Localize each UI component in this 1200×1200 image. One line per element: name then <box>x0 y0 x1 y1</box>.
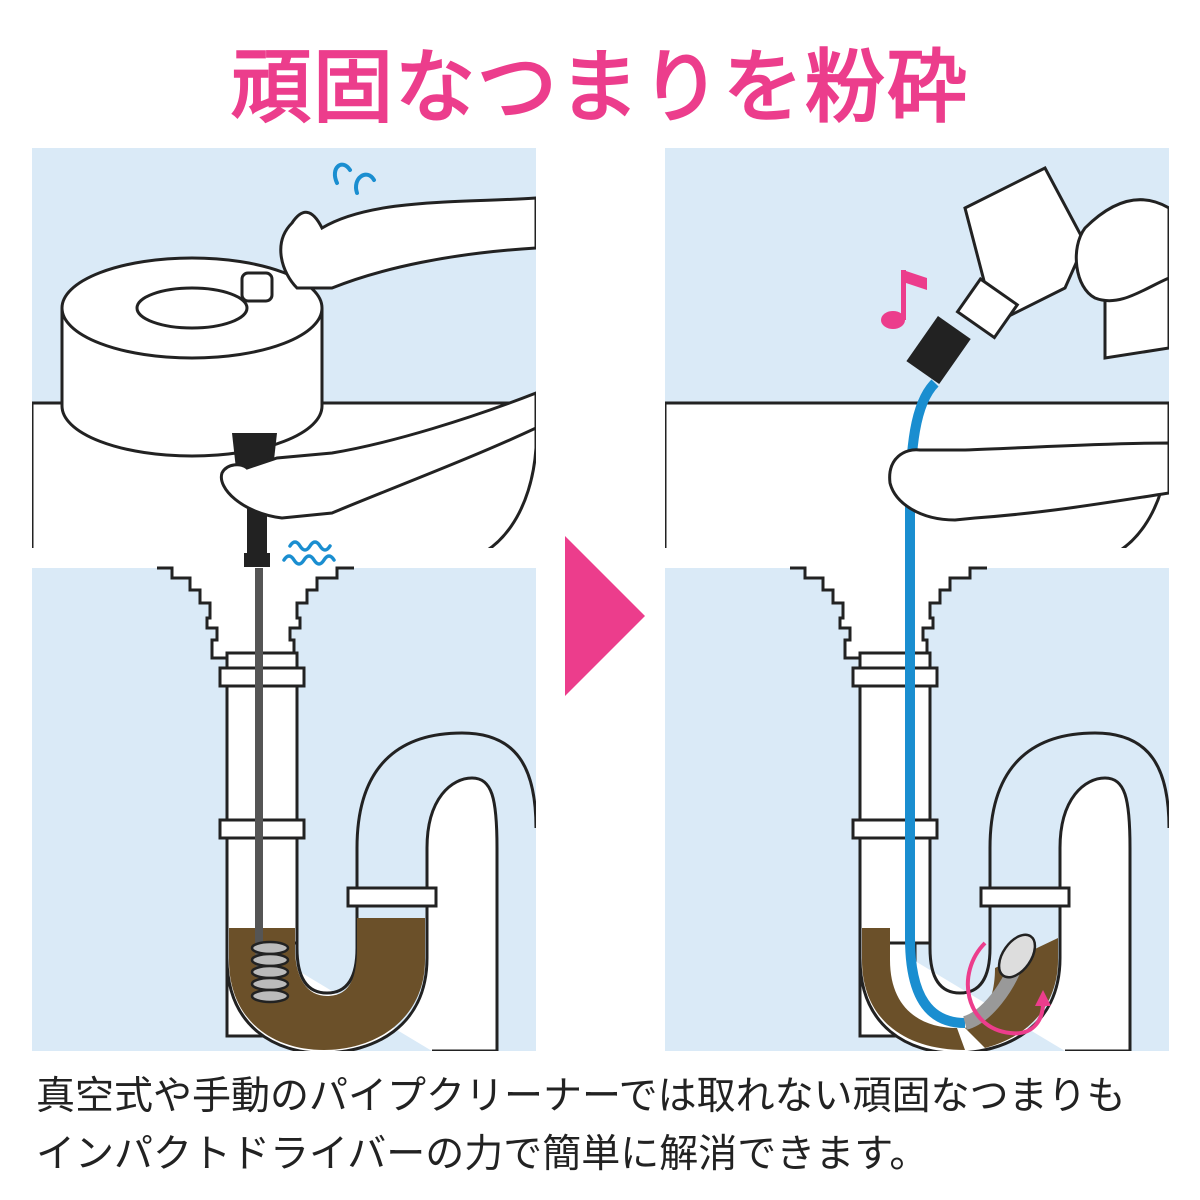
pipe-nut-top <box>851 666 939 688</box>
trap-outer <box>858 776 1132 1051</box>
trap-nut <box>346 886 438 908</box>
music-note-icon <box>881 270 927 329</box>
impact-driver-illustration <box>665 166 1169 1051</box>
brush-head <box>962 933 1037 1030</box>
caption-line-2: インパクトドライバーの力で簡単に解消できます。 <box>36 1132 929 1177</box>
upper-hand <box>279 196 536 290</box>
rotation-arrowhead-icon <box>1035 990 1051 1006</box>
upper-hand <box>1074 198 1169 303</box>
cleaner-drum <box>60 256 324 458</box>
trap-nut <box>979 886 1071 908</box>
clog-remaining-right <box>965 938 1058 1048</box>
caption-line-1: 真空式や手動のパイプクリーナーでは取れない頑固なつまりも <box>36 1074 1126 1119</box>
vertical-pipe <box>858 651 932 945</box>
triangle-arrow-icon <box>565 536 645 696</box>
trap-inner <box>295 731 536 995</box>
manual-cleaner-panel <box>32 148 536 1051</box>
drum-collar <box>244 553 270 567</box>
lower-hand <box>888 441 1169 522</box>
pipe-nut-mid <box>851 818 939 840</box>
impact-driver-panel <box>665 148 1169 1051</box>
headline: 頑固なつまりを粉砕 <box>231 41 969 134</box>
sweat-marks-icon <box>332 162 376 195</box>
lower-arm <box>219 391 536 520</box>
clog-remaining-left <box>862 928 965 1050</box>
sink-rim <box>665 548 1169 568</box>
trap-inner <box>928 731 1169 995</box>
caption: 真空式や手動のパイプクリーナーでは取れない頑固なつまりも インパクトドライバーの… <box>36 1068 1176 1184</box>
blue-cable <box>905 379 966 1028</box>
manual-cleaner-illustration <box>32 162 536 1051</box>
rotation-arrow-icon <box>965 941 1045 1036</box>
coil-head <box>250 940 290 1004</box>
vibration-lines-icon <box>282 540 336 566</box>
